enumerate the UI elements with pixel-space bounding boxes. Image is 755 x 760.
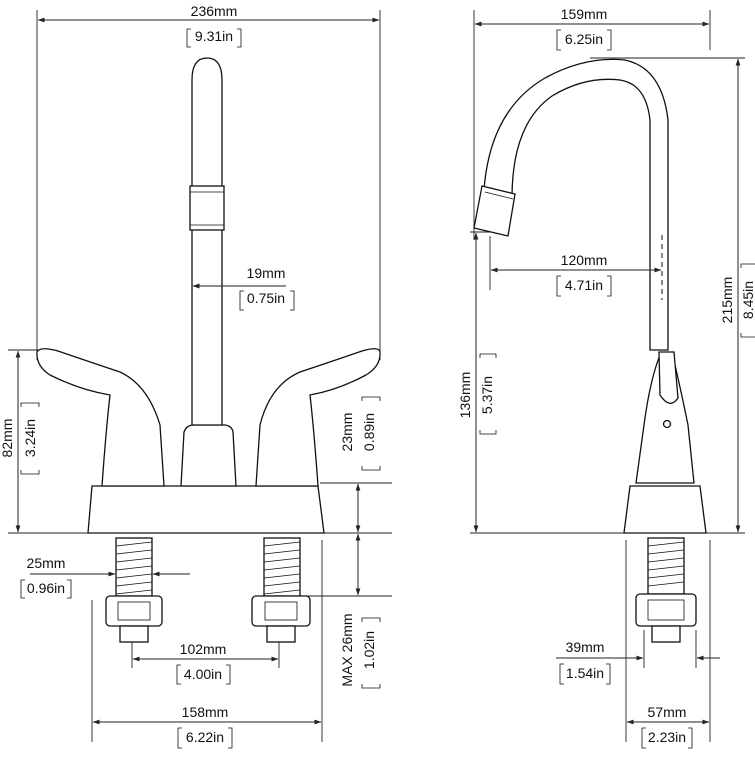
mounting-nut (251, 595, 311, 627)
spout-height-mm: 136mm (457, 372, 473, 419)
base-width-in: 6.22in (186, 729, 224, 745)
faucet-base-plate (87, 485, 325, 534)
nut-detail (117, 601, 151, 621)
handle-height-mm: 82mm (0, 419, 15, 458)
spout-tube (191, 57, 223, 426)
shank-length-in: 1.02in (361, 631, 377, 669)
side-nut-detail (647, 599, 685, 621)
base-width-mm: 158mm (182, 704, 229, 720)
front-view: 236mm 9.31in 19mm 0.75in 82mm 3.24in 23m… (0, 3, 392, 749)
side-supply-fitting (651, 625, 681, 643)
shank-spacing-mm: 102mm (180, 641, 227, 657)
right-handle (255, 348, 381, 487)
left-handle (36, 348, 165, 487)
overall-depth-mm: 159mm (561, 6, 608, 22)
left-shank (105, 537, 163, 643)
shank-length-mm: MAX 26mm (339, 613, 355, 686)
side-shank-thread (647, 537, 685, 595)
base-depth-in: 2.23in (648, 729, 686, 745)
supply-fitting (119, 625, 149, 643)
shank-diameter-mm: 25mm (27, 555, 66, 571)
shank-diameter-in: 0.96in (27, 580, 65, 596)
mount-diameter-mm: 39mm (566, 639, 605, 655)
mount-diameter-in: 1.54in (566, 665, 604, 681)
aerator-ring (484, 191, 514, 200)
overall-height-in: 8.45in (740, 281, 755, 319)
gooseneck-spout (483, 58, 669, 351)
side-handle-lever (658, 351, 679, 404)
spout-diameter-in: 0.75in (247, 290, 285, 306)
overall-width-in: 9.31in (195, 28, 233, 44)
side-aerator (473, 185, 516, 237)
overall-width-mm: 236mm (191, 3, 238, 19)
handle-screw (662, 419, 672, 429)
spout-reach-in: 4.71in (565, 277, 603, 293)
base-depth-mm: 57mm (648, 704, 687, 720)
spout-height-in: 5.37in (479, 376, 495, 414)
body-height-in: 0.89in (361, 413, 377, 451)
overall-height-mm: 215mm (719, 277, 735, 324)
side-mounting-nut (635, 593, 697, 627)
mounting-nut (105, 595, 163, 627)
spout-aerator (189, 185, 225, 231)
center-column (180, 424, 237, 487)
side-base (623, 485, 707, 534)
right-shank (251, 537, 311, 643)
spout-reach-mm: 120mm (561, 252, 608, 268)
supply-fitting (266, 625, 296, 643)
side-view: 159mm 6.25in 120mm 4.71in 215mm 8.45in 1… (457, 6, 755, 749)
shank-spacing-in: 4.00in (184, 666, 222, 682)
overall-depth-in: 6.25in (565, 31, 603, 47)
handle-height-in: 3.24in (22, 419, 38, 457)
body-height-mm: 23mm (339, 413, 355, 452)
nut-detail (264, 601, 298, 621)
spout-diameter-mm: 19mm (247, 265, 286, 281)
